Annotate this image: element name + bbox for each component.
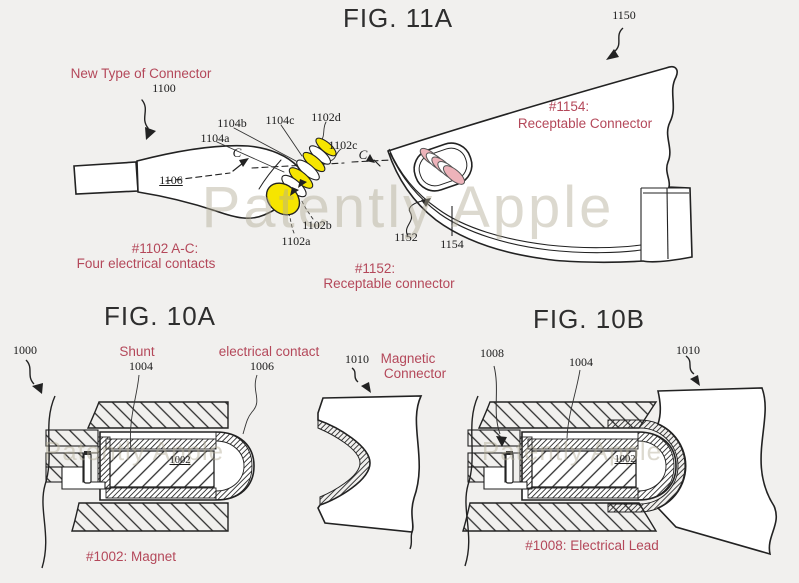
watermark-bottom-left: Patently Apple bbox=[43, 436, 225, 466]
ref-1006: 1006 bbox=[250, 359, 274, 373]
annotation-1102-line2: Four electrical contacts bbox=[76, 256, 216, 271]
annotation-1154-line2: Receptable Connector bbox=[517, 116, 653, 131]
ref-1000: 1000 bbox=[13, 343, 37, 357]
ref-1154: 1154 bbox=[440, 237, 464, 251]
ref-1102a: 1102a bbox=[281, 234, 311, 248]
ref-1100: 1100 bbox=[152, 81, 176, 95]
annotation-1152-line1: #1152: bbox=[354, 261, 396, 276]
section-letter-c-left: C bbox=[232, 145, 242, 160]
ref-1002-10b: 1002 bbox=[614, 454, 636, 465]
section-letter-c-right: C bbox=[358, 147, 368, 162]
ref-1106: 1106 bbox=[159, 173, 183, 187]
receptacle-device-drawing bbox=[386, 27, 693, 264]
figure-title-10a: FIG. 10A bbox=[103, 301, 217, 331]
annotation-electrical-contact: electrical contact bbox=[218, 344, 320, 359]
ref-1150: 1150 bbox=[612, 8, 636, 22]
watermark-top: Patently Apple bbox=[201, 175, 615, 240]
ref-1152: 1152 bbox=[394, 230, 418, 244]
annotation-1154-line1: #1154: bbox=[548, 99, 590, 114]
annotation-new-type: New Type of Connector bbox=[70, 66, 212, 81]
annotation-shunt: Shunt bbox=[119, 344, 155, 359]
ref-1004-10b: 1004 bbox=[569, 355, 593, 369]
ref-1102d: 1102d bbox=[311, 110, 341, 124]
annotation-magnetic-line1: Magnetic bbox=[380, 351, 436, 366]
annotation-1152-line2: Receptable connector bbox=[323, 276, 455, 291]
cross-section-10a-drawing bbox=[25, 359, 258, 569]
ref-1002-10a: 1002 bbox=[169, 455, 191, 466]
magnetic-connector-cross-section-drawing bbox=[317, 367, 423, 550]
ref-1104b: 1104b bbox=[217, 116, 247, 130]
plug-connector-drawing bbox=[73, 99, 392, 234]
ref-1104c: 1104c bbox=[265, 113, 295, 127]
annotation-magnetic-line2: Connector bbox=[383, 366, 447, 381]
figure-title-10b: FIG. 10B bbox=[532, 304, 646, 334]
figure-title-11a: FIG. 11A bbox=[342, 3, 454, 33]
ref-1010-10b: 1010 bbox=[676, 343, 700, 357]
ref-1008: 1008 bbox=[480, 346, 504, 360]
annotation-1102-line1: #1102 A-C: bbox=[131, 241, 199, 256]
annotation-lead-caption: #1008: Electrical Lead bbox=[525, 538, 659, 553]
ref-1010-mid: 1010 bbox=[345, 352, 369, 366]
annotation-magnet-caption: #1002: Magnet bbox=[85, 549, 177, 564]
ref-1102b: 1102b bbox=[302, 218, 332, 232]
watermark-bottom-right: Patently Apple bbox=[481, 436, 663, 466]
ref-1104a: 1104a bbox=[200, 131, 230, 145]
ref-1004-10a: 1004 bbox=[129, 359, 153, 373]
cross-section-10b-drawing bbox=[462, 355, 777, 567]
ref-1102c: 1102c bbox=[328, 138, 358, 152]
